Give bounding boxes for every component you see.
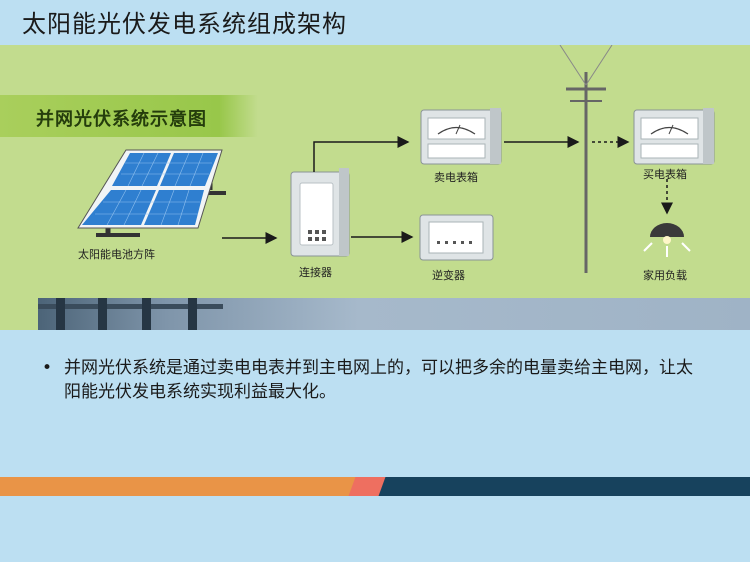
bullet-marker: • — [42, 358, 53, 378]
diagram-graphics — [77, 45, 715, 273]
inverter-icon — [419, 214, 494, 261]
sell-meter-icon — [420, 108, 502, 165]
bullet-text: 并网光伏系统是通过卖电电表并到主电网上的，可以把多余的电量卖给主电网，让太阳能光… — [64, 358, 693, 402]
buy-meter-icon — [633, 108, 715, 165]
connector-label: 连接器 — [299, 266, 332, 279]
utility-pole-icon — [559, 45, 613, 273]
connector-icon — [290, 168, 350, 257]
solar-array-icon — [77, 149, 226, 237]
solar-array-label: 太阳能电池方阵 — [78, 248, 155, 261]
sell-meter-label: 卖电表箱 — [434, 171, 478, 184]
photo-strip — [38, 298, 750, 330]
footer-bar-navy — [388, 477, 750, 496]
footer-bar-orange — [0, 477, 362, 496]
household-load-label: 家用负载 — [643, 269, 687, 282]
grid-pv-diagram: 并网光伏系统示意图 — [0, 45, 750, 330]
diagram-banner-text: 并网光伏系统示意图 — [36, 109, 207, 130]
diagram-banner: 并网光伏系统示意图 — [0, 95, 258, 137]
inverter-label: 逆变器 — [432, 269, 465, 282]
slide-title: 太阳能光伏发电系统组成架构 — [22, 10, 347, 38]
lamp-icon — [643, 223, 691, 257]
buy-meter-label: 买电表箱 — [643, 168, 687, 181]
